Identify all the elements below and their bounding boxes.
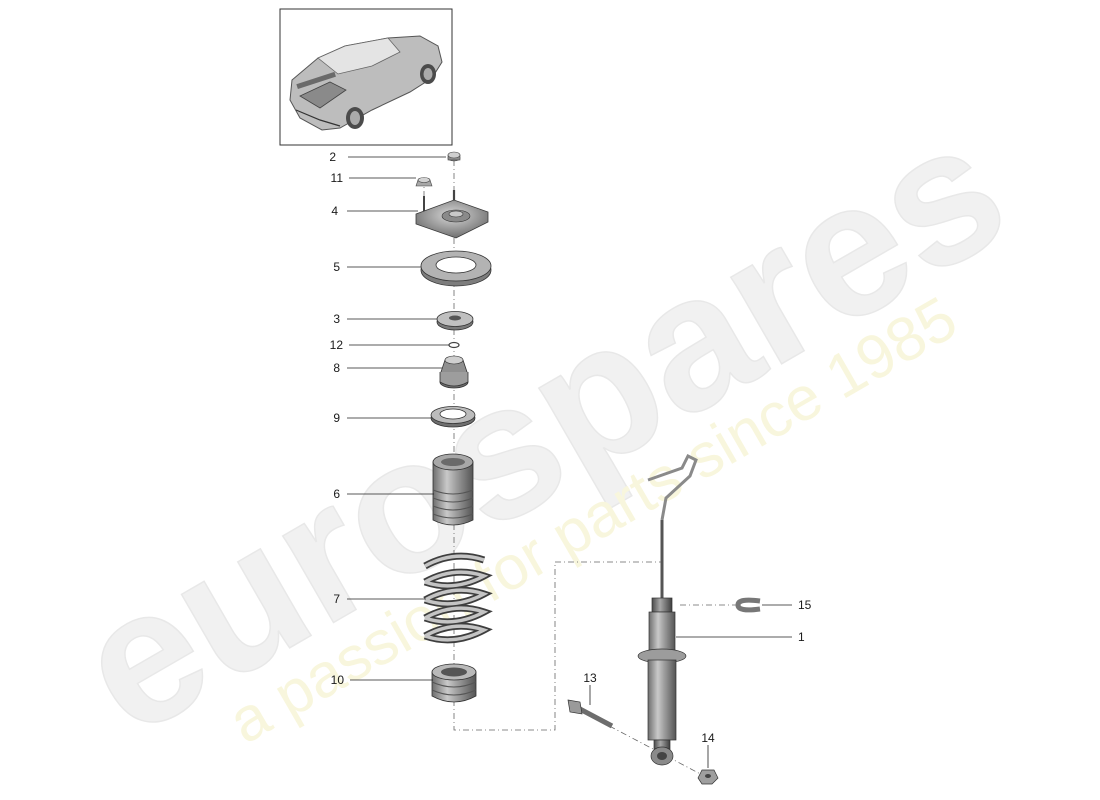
callout-15: 15 — [798, 598, 812, 612]
part-7-coil-spring — [423, 552, 493, 644]
car-thumbnail-icon — [289, 35, 443, 131]
callout-10: 10 — [331, 673, 345, 687]
callout-1: 1 — [798, 630, 805, 644]
part-9-spring-pad — [430, 406, 476, 428]
part-1-shock-absorber — [637, 453, 698, 766]
callout-11: 11 — [331, 171, 344, 185]
part-4-top-mount — [415, 190, 489, 239]
part-11-nut — [415, 177, 433, 187]
part-12-small-ring — [448, 341, 460, 349]
callout-5: 5 — [333, 260, 340, 274]
watermark: eurospares a passion for parts since 198… — [44, 79, 1039, 776]
car-thumbnail — [279, 8, 453, 146]
callout-12: 12 — [330, 338, 344, 352]
callout-14: 14 — [701, 731, 715, 745]
part-2-top-nut — [447, 151, 461, 162]
part-6-bellows — [432, 453, 474, 526]
callout-13: 13 — [583, 671, 597, 685]
callout-8: 8 — [333, 361, 340, 375]
part-8-bump-stop — [439, 355, 469, 389]
callout-4: 4 — [331, 204, 338, 218]
callout-9: 9 — [333, 411, 340, 425]
part-10-spring-seat — [431, 663, 477, 703]
part-13-bolt — [567, 699, 614, 729]
part-14-nut — [697, 769, 719, 785]
callout-3: 3 — [333, 312, 340, 326]
leader-lines — [347, 156, 792, 768]
callout-labels: 2 11 4 5 3 12 8 9 6 7 10 15 1 13 14 — [329, 150, 811, 745]
part-15-clip — [735, 597, 761, 613]
callout-6: 6 — [333, 487, 340, 501]
callout-7: 7 — [333, 592, 340, 606]
part-3-washer — [436, 311, 474, 331]
watermark-brand: eurospares — [45, 80, 1038, 776]
part-5-bearing-ring — [420, 250, 492, 287]
callout-2: 2 — [329, 150, 336, 164]
